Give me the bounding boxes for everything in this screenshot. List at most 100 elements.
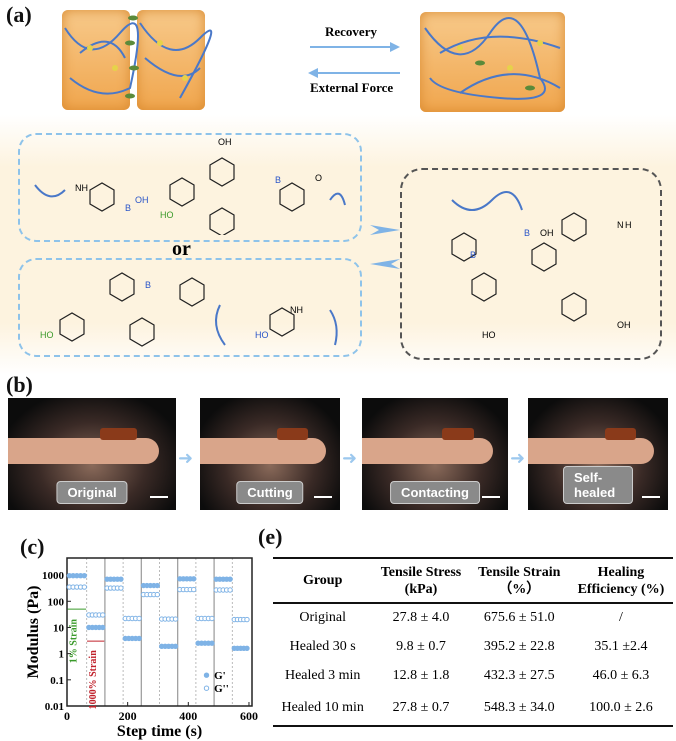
- atom-oh-4: OH: [617, 320, 631, 330]
- g-prime-point: [172, 643, 179, 650]
- reactants-box: NH B OH OH HO B O: [18, 133, 362, 242]
- g-prime-point: [136, 635, 142, 642]
- g-prime-point: [100, 624, 106, 631]
- g-prime-point: [209, 640, 215, 646]
- legend-marker: [203, 672, 210, 678]
- photo-label: Cutting: [236, 481, 304, 504]
- hydrogel-strip: [277, 428, 308, 440]
- scale-bar: [482, 496, 500, 498]
- table-cell: 46.0 ± 6.3: [592, 667, 650, 683]
- atom-ho-4: HO: [482, 330, 496, 340]
- crosslinked-complex-box: B B OH HO OH N H: [400, 168, 662, 360]
- column-header: Group: [302, 573, 343, 588]
- g-double-prime-point: [244, 616, 250, 623]
- hydrogel-strip: [100, 428, 138, 440]
- x-tick-label: 600: [240, 709, 258, 723]
- atom-ho-2: HO: [40, 330, 54, 340]
- x-tick-label: 400: [179, 709, 197, 723]
- equilibrium-arrows: [370, 225, 400, 269]
- table-cell: 432.3 ± 27.5: [483, 667, 555, 683]
- hydrogel-strip: [605, 428, 636, 440]
- atom-b-2: B: [275, 175, 282, 185]
- photo-label: Self-healed: [563, 466, 633, 504]
- chemical-structure-reactants: [34, 157, 346, 235]
- table-cell: Original: [299, 610, 346, 625]
- next-arrow-icon: ➜: [342, 448, 358, 468]
- photo-label: Original: [56, 481, 128, 504]
- atom-ho: HO: [160, 210, 174, 220]
- y-tick-label: 10: [53, 622, 65, 634]
- g-double-prime-point: [136, 615, 142, 622]
- atom-h: H: [625, 220, 632, 230]
- atom-nh-2: NH: [290, 305, 303, 315]
- healing-table: Group Tensile Stress(kPa) Tensile Strain（%…: [273, 557, 673, 727]
- column-header: Tensile Strain（%）: [478, 564, 561, 597]
- atom-b-4: B: [470, 250, 477, 260]
- next-arrow-icon: ➜: [178, 448, 194, 468]
- x-tick-label: 0: [64, 709, 70, 723]
- photo-contacting: Contacting: [362, 398, 508, 510]
- atom-oh-3: OH: [540, 228, 554, 238]
- g-double-prime-point: [227, 587, 233, 593]
- photo-original: Original: [8, 398, 176, 510]
- atom-n: N: [617, 220, 624, 230]
- polymer-network-illustration: [64, 15, 561, 100]
- plot-frame: [66, 557, 253, 707]
- panel-c-label: (c): [20, 534, 45, 559]
- panel-a-label: (a): [6, 2, 32, 27]
- table-cell: 27.8 ± 0.7: [392, 699, 450, 715]
- background-band: [0, 115, 676, 375]
- finger: [8, 438, 160, 464]
- g-prime-point: [191, 576, 197, 582]
- atom-b: B: [125, 203, 132, 213]
- scale-bar: [642, 496, 660, 498]
- atom-nh: NH: [75, 183, 88, 193]
- legend-marker: [203, 685, 210, 691]
- panel-b-label: (b): [6, 372, 33, 397]
- table-cell: 675.6 ± 51.0: [483, 610, 555, 625]
- photo-self-healed: Self-healed: [528, 398, 668, 510]
- finger: [200, 438, 326, 464]
- boronate-ester-box: B HO HO NH: [18, 258, 362, 357]
- y-tick-label: 1: [59, 649, 65, 661]
- next-arrow-icon: ➜: [510, 448, 526, 468]
- atom-o: O: [315, 173, 323, 183]
- atom-ho-3: HO: [255, 330, 269, 340]
- g-prime-point: [154, 582, 161, 589]
- hydrogel-strip: [442, 428, 475, 440]
- or-label: or: [172, 238, 191, 260]
- panel-e-label: (e): [258, 524, 283, 549]
- g-prime-point: [81, 572, 88, 579]
- g-double-prime-point: [118, 585, 124, 591]
- external-force-label: External Force: [310, 80, 394, 95]
- table-cell: 9.8 ± 0.7: [396, 638, 446, 654]
- atom-b-5: B: [524, 228, 531, 238]
- table-cell: 12.8 ± 1.8: [392, 667, 450, 683]
- g-double-prime-point: [81, 584, 88, 590]
- scale-bar: [314, 496, 332, 498]
- table-header-row: Group Tensile Stress(kPa) Tensile Strain（%…: [273, 559, 673, 603]
- y-axis-label: Modulus (Pa): [25, 586, 42, 679]
- table-cell: 548.3 ± 34.0: [483, 699, 555, 715]
- y-tick-label: 0.1: [50, 675, 64, 687]
- column-header: Tensile Stress(kPa): [380, 564, 462, 597]
- g-double-prime-point: [154, 591, 161, 598]
- y-tick-label: 100: [48, 596, 65, 608]
- x-axis-label: Step time (s): [117, 723, 202, 740]
- g-double-prime-point: [100, 612, 106, 618]
- photo-label: Contacting: [390, 481, 480, 504]
- chemical-structure-complex: [451, 191, 587, 322]
- finger: [528, 438, 654, 464]
- g-prime-point: [118, 576, 124, 582]
- g-double-prime-point: [191, 586, 197, 593]
- chemical-structure-ester: [59, 272, 338, 347]
- table-cell: 27.8 ± 4.0: [392, 610, 450, 625]
- y-tick-label: 1000: [42, 570, 65, 582]
- gel-left-half: [62, 10, 130, 110]
- x-tick-label: 200: [119, 709, 137, 723]
- y-tick-label: 0.01: [45, 701, 64, 713]
